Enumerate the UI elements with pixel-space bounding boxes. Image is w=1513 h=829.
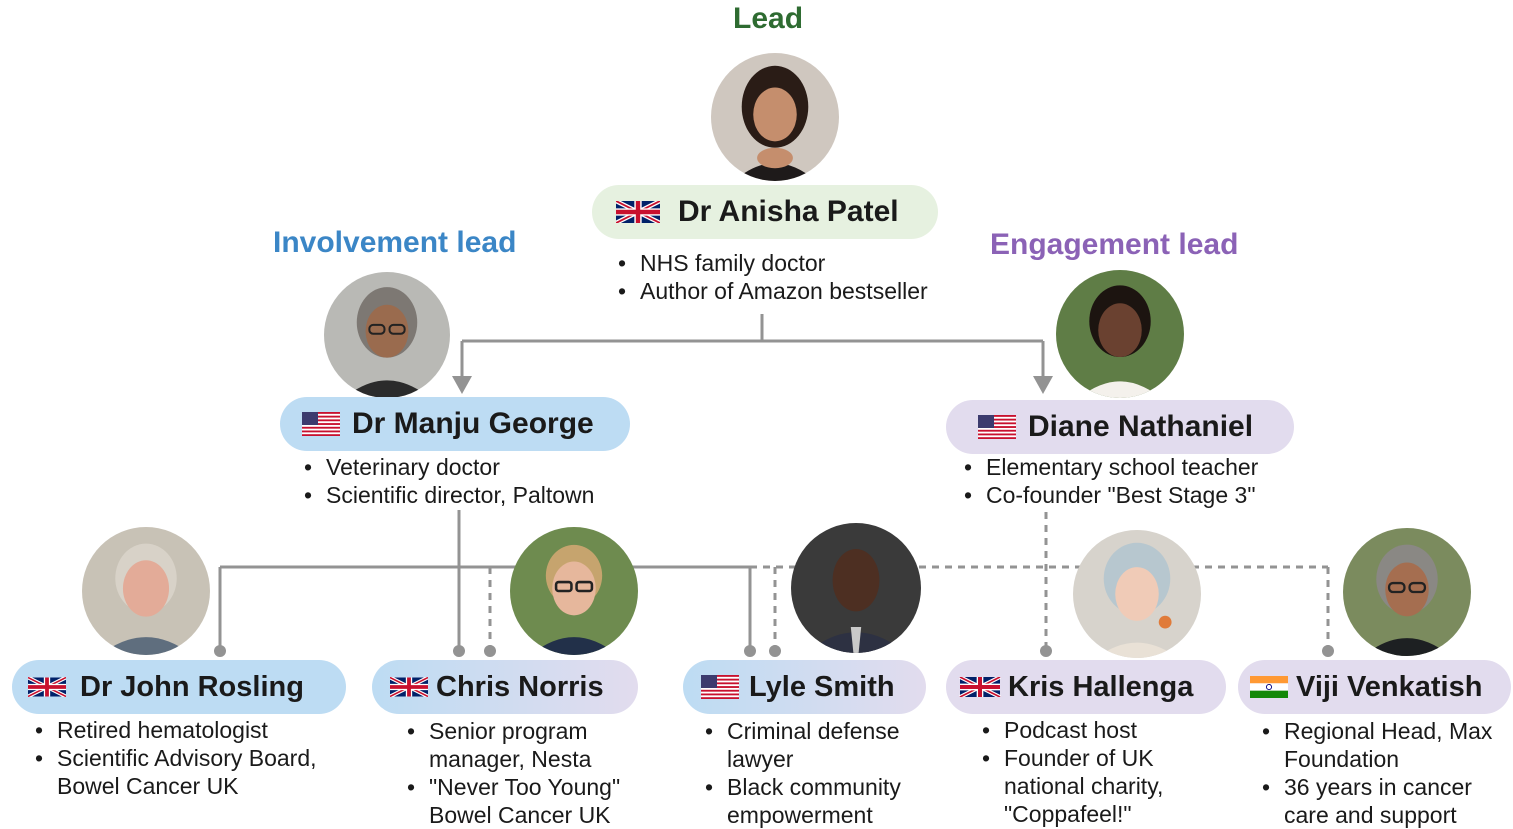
connector-dot bbox=[484, 645, 496, 657]
john-rosling-name: Dr John Rosling bbox=[80, 670, 304, 703]
diane-nathaniel-photo bbox=[1056, 270, 1184, 398]
chris-norris-name-pill: Chris Norris bbox=[372, 660, 638, 714]
list-item: Scientific director, Paltown bbox=[299, 481, 699, 509]
manju-george-photo bbox=[324, 272, 450, 398]
anisha-patel-details: NHS family doctor Author of Amazon bests… bbox=[613, 249, 1013, 305]
us-flag-icon bbox=[302, 412, 340, 436]
lead-title: Lead bbox=[733, 2, 804, 35]
list-item: "Never Too Young" Bowel Cancer UK bbox=[402, 773, 642, 829]
manju-connector bbox=[218, 510, 752, 650]
list-item: Founder of UK national charity, "Coppafe… bbox=[977, 744, 1192, 828]
viji-venkatish-name-pill: Viji Venkatish bbox=[1238, 660, 1511, 714]
john-rosling-photo bbox=[82, 527, 210, 655]
viji-venkatish-details: Regional Head, Max Foundation 36 years i… bbox=[1257, 717, 1502, 829]
diane-nathaniel-details: Elementary school teacher Co-founder "Be… bbox=[959, 453, 1359, 509]
manju-george-name: Dr Manju George bbox=[352, 407, 594, 440]
uk-flag-icon bbox=[28, 677, 66, 697]
list-item: 36 years in cancer care and support bbox=[1257, 773, 1502, 829]
chris-norris-photo bbox=[510, 527, 638, 655]
anisha-patel-name: Dr Anisha Patel bbox=[678, 195, 899, 228]
arrowhead-manju bbox=[452, 376, 472, 394]
uk-flag-icon bbox=[390, 677, 428, 697]
connector-dot bbox=[1040, 645, 1052, 657]
chris-norris-details: Senior program manager, Nesta "Never Too… bbox=[402, 717, 642, 829]
list-item: Regional Head, Max Foundation bbox=[1257, 717, 1502, 773]
list-item: Black community empowerment bbox=[700, 773, 930, 829]
involvement-lead-title: Involvement lead bbox=[273, 226, 517, 259]
list-item: Retired hematologist bbox=[30, 716, 360, 744]
anisha-patel-name-pill: Dr Anisha Patel bbox=[592, 185, 938, 239]
lyle-smith-details: Criminal defense lawyer Black community … bbox=[700, 717, 930, 829]
lyle-smith-name: Lyle Smith bbox=[749, 670, 895, 703]
kris-hallenga-name-pill: Kris Hallenga bbox=[946, 660, 1226, 714]
list-item: NHS family doctor bbox=[613, 249, 1013, 277]
anisha-patel-photo bbox=[711, 53, 839, 181]
lyle-smith-name-pill: Lyle Smith bbox=[683, 660, 926, 714]
kris-hallenga-name: Kris Hallenga bbox=[1008, 670, 1194, 703]
list-item: Podcast host bbox=[977, 716, 1192, 744]
diane-nathaniel-name-pill: Diane Nathaniel bbox=[946, 400, 1294, 454]
list-item: Senior program manager, Nesta bbox=[402, 717, 642, 773]
manju-george-name-pill: Dr Manju George bbox=[280, 397, 630, 451]
john-rosling-name-pill: Dr John Rosling bbox=[12, 660, 346, 714]
arrowhead-diane bbox=[1033, 376, 1053, 394]
connector-dot bbox=[744, 645, 756, 657]
list-item: Criminal defense lawyer bbox=[700, 717, 930, 773]
uk-flag-icon bbox=[616, 201, 660, 223]
india-flag-icon bbox=[1250, 676, 1288, 698]
viji-venkatish-name: Viji Venkatish bbox=[1296, 670, 1483, 703]
lyle-smith-photo bbox=[791, 523, 921, 653]
connector-dot bbox=[769, 645, 781, 657]
list-item: Elementary school teacher bbox=[959, 453, 1359, 481]
lead-connector bbox=[462, 314, 1043, 343]
us-flag-icon bbox=[978, 415, 1016, 439]
list-item: Veterinary doctor bbox=[299, 453, 699, 481]
manju-george-details: Veterinary doctor Scientific director, P… bbox=[299, 453, 699, 509]
uk-flag-icon bbox=[958, 677, 1002, 697]
diane-nathaniel-name: Diane Nathaniel bbox=[1028, 410, 1254, 443]
list-item: Scientific Advisory Board, Bowel Cancer … bbox=[30, 744, 360, 800]
us-flag-icon bbox=[701, 675, 739, 699]
viji-venkatish-photo bbox=[1343, 528, 1471, 656]
chris-norris-name: Chris Norris bbox=[436, 670, 604, 703]
list-item: Co-founder "Best Stage 3" bbox=[959, 481, 1359, 509]
list-item: Author of Amazon bestseller bbox=[613, 277, 1013, 305]
john-rosling-details: Retired hematologist Scientific Advisory… bbox=[30, 716, 360, 800]
kris-hallenga-details: Podcast host Founder of UK national char… bbox=[977, 716, 1192, 828]
connector-dot bbox=[214, 645, 226, 657]
connector-dot bbox=[453, 645, 465, 657]
kris-hallenga-photo bbox=[1073, 530, 1201, 658]
connector-dot bbox=[1322, 645, 1334, 657]
engagement-lead-title: Engagement lead bbox=[990, 228, 1239, 261]
